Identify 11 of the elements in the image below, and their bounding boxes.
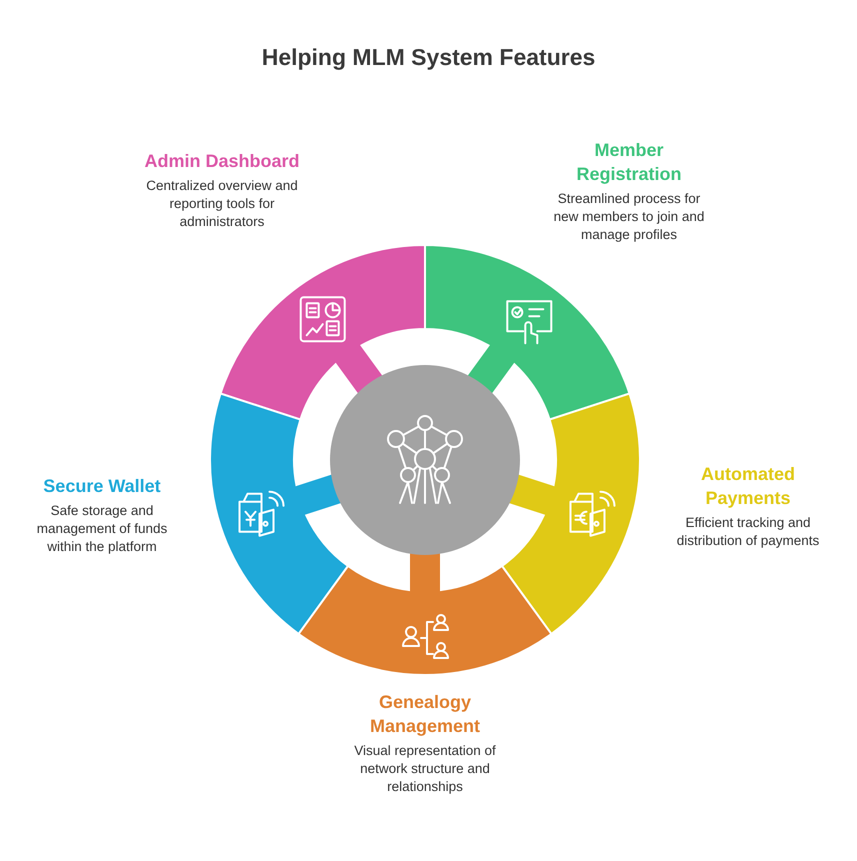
feature-heading: Automated Payments — [700, 463, 796, 510]
feature-description: Centralized overview and reporting tools for administrators — [145, 177, 299, 231]
title: Helping MLM System Features — [260, 44, 596, 71]
feature-description: Streamlined process for new members to join and manage profiles — [552, 190, 706, 244]
feature-heading: Admin Dashboard — [143, 150, 300, 173]
feature-heading: Member Registration — [575, 139, 682, 186]
feature-description: Efficient tracking and distribution of payments — [676, 514, 820, 550]
feature-heading: Secure Wallet — [42, 475, 162, 498]
feature-description: Safe storage and management of funds within the platform — [36, 502, 168, 556]
feature-heading: Genealogy Management — [368, 691, 482, 738]
feature-description: Visual representation of network structure and relationships — [353, 742, 497, 796]
